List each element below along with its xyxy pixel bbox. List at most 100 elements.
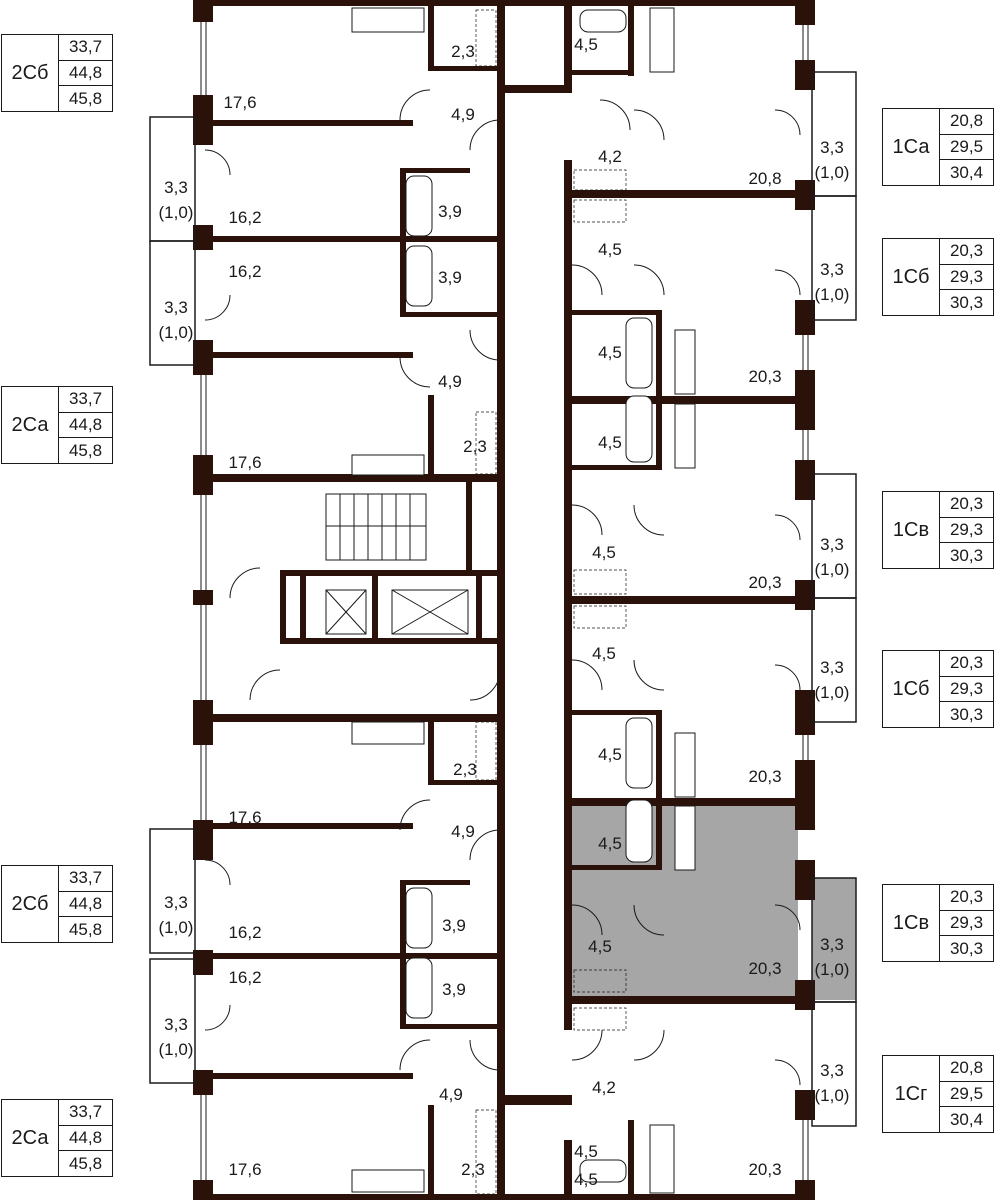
apartment-code: 1Сб	[883, 239, 940, 315]
area-with-balcony: 30,3	[949, 292, 984, 312]
room-label-left-6: 16,2	[228, 923, 262, 942]
area-with-balcony: 30,3	[949, 704, 984, 724]
area-living: 33,7	[59, 866, 112, 892]
balcony-label-right-4: 3,3(1,0)	[814, 658, 850, 702]
area-living: 20,3	[940, 492, 993, 518]
apartment-code: 2Са	[2, 1100, 59, 1176]
door-swings	[204, 89, 801, 1086]
room-label-right-3: 20,3	[748, 573, 782, 592]
area-total: 29,3	[940, 265, 993, 291]
area-total: 44,8	[59, 413, 112, 439]
room-label-center-8: 4,5	[598, 745, 622, 764]
area-total: 29,3	[940, 518, 993, 544]
staircase	[325, 493, 427, 561]
room-label-left-4: 17,6	[228, 453, 262, 472]
room-label-left-small-4: 3,9	[438, 268, 462, 287]
balcony-label-left-1: 3,3(1,0)	[158, 178, 194, 222]
area-living: 20,8	[940, 1056, 993, 1082]
area-total: 29,5	[940, 135, 993, 161]
windows	[200, 22, 809, 1180]
apartment-code: 1Св	[883, 885, 940, 961]
area-with-balcony: 45,8	[68, 88, 103, 108]
room-label-center-12: 4,2	[592, 1078, 616, 1097]
elevators	[325, 589, 469, 635]
area-living: 20,3	[940, 885, 993, 911]
room-label-left-small-12: 2,3	[461, 1160, 485, 1179]
room-label-left-small-10: 3,9	[442, 980, 466, 999]
apartment-legend-2sa-top[interactable]: 2Са 33,7 44,8 45,8	[1, 386, 113, 464]
room-label-right-1: 20,8	[748, 169, 782, 188]
room-label-left-small-5: 4,9	[438, 372, 462, 391]
apartment-legend-2sb-bottom[interactable]: 2Сб 33,7 44,8 45,8	[1, 865, 113, 943]
room-label-left-small-11: 4,9	[439, 1085, 463, 1104]
shafts	[475, 9, 627, 1195]
area-living: 33,7	[59, 1100, 112, 1126]
room-label-left-small-2: 4,9	[451, 105, 475, 124]
apartment-legend-1sg[interactable]: 1Сг 20,8 29,5 30,4	[882, 1055, 994, 1133]
room-label-left-small-1: 2,3	[451, 42, 475, 61]
area-with-balcony: 30,3	[949, 545, 984, 565]
area-total: 44,8	[59, 61, 112, 87]
apartment-legend-2sb-top[interactable]: 2Сб 33,7 44,8 45,8	[1, 34, 113, 112]
balcony-label-left-3: 3,3(1,0)	[158, 893, 194, 937]
room-label-left-3: 16,2	[228, 262, 262, 281]
apartment-legend-1sb-top[interactable]: 1Сб 20,3 29,3 30,3	[882, 238, 994, 316]
apartment-legend-2sa-bottom[interactable]: 2Са 33,7 44,8 45,8	[1, 1099, 113, 1177]
bathtubs	[405, 9, 653, 1183]
area-living: 20,3	[940, 239, 993, 265]
balcony-label-right-5: 3,3(1,0)	[814, 935, 850, 979]
room-label-center-7: 4,5	[592, 644, 616, 663]
room-label-left-small-3: 3,9	[438, 202, 462, 221]
room-label-left-1: 17,6	[223, 93, 257, 112]
apartment-legend-1sb-bottom[interactable]: 1Сб 20,3 29,3 30,3	[882, 650, 994, 728]
area-living: 20,8	[940, 109, 993, 135]
area-total: 44,8	[59, 1126, 112, 1152]
area-total: 29,3	[940, 677, 993, 703]
balcony-label-right-6: 3,3(1,0)	[814, 1061, 850, 1105]
room-label-left-8: 17,6	[228, 1160, 262, 1179]
balcony-label-left-4: 3,3(1,0)	[158, 1015, 194, 1059]
apartment-code: 1Сб	[883, 651, 940, 727]
room-label-center-13: 4,5	[574, 1142, 598, 1161]
area-living: 20,3	[940, 651, 993, 677]
room-label-right-2: 20,3	[748, 367, 782, 386]
area-total: 29,5	[940, 1082, 993, 1108]
apartment-code: 2Сб	[2, 35, 59, 111]
area-with-balcony: 45,8	[68, 919, 103, 939]
apartment-legend-1sa[interactable]: 1Са 20,8 29,5 30,4	[882, 108, 994, 186]
area-with-balcony: 30,4	[949, 1109, 984, 1129]
apartment-code: 1Сг	[883, 1056, 940, 1132]
area-total: 29,3	[940, 911, 993, 937]
room-label-center-9: 4,5	[598, 834, 622, 853]
balcony-label-left-2: 3,3(1,0)	[158, 298, 194, 342]
room-label-left-7: 16,2	[228, 968, 262, 987]
room-label-center-10: 4,5	[588, 937, 612, 956]
apartment-code: 2Сб	[2, 866, 59, 942]
apartment-legend-1sv-top[interactable]: 1Св 20,3 29,3 30,3	[882, 491, 994, 569]
kitchen-units	[351, 7, 696, 1194]
room-label-right-4: 20,3	[748, 767, 782, 786]
room-label-left-small-7: 2,3	[453, 760, 477, 779]
room-label-left-small-8: 4,9	[451, 822, 475, 841]
room-label-right-6: 20,3	[748, 1160, 782, 1179]
room-label-center-5: 4,5	[598, 433, 622, 452]
area-total: 44,8	[59, 892, 112, 918]
room-label-left-5: 17,6	[228, 808, 262, 827]
apartment-code: 1Св	[883, 492, 940, 568]
apartment-code: 2Са	[2, 387, 59, 463]
area-living: 33,7	[59, 387, 112, 413]
room-label-right-5: 20,3	[748, 959, 782, 978]
room-label-center-6: 4,5	[592, 543, 616, 562]
apartment-legend-1sv-bottom[interactable]: 1Св 20,3 29,3 30,3	[882, 884, 994, 962]
room-label-left-small-6: 2,3	[463, 437, 487, 456]
room-label-center-2: 4,2	[598, 147, 622, 166]
balcony-label-right-3: 3,3(1,0)	[814, 535, 850, 579]
room-label-center-4: 4,5	[598, 343, 622, 362]
room-label-center-11: 4,5	[574, 1170, 598, 1189]
area-with-balcony: 45,8	[68, 1153, 103, 1173]
apartment-code: 1Са	[883, 109, 940, 185]
area-living: 33,7	[59, 35, 112, 61]
room-label-left-2: 16,2	[228, 208, 262, 227]
balcony-label-right-1: 3,3(1,0)	[814, 138, 850, 182]
area-with-balcony: 45,8	[68, 440, 103, 460]
